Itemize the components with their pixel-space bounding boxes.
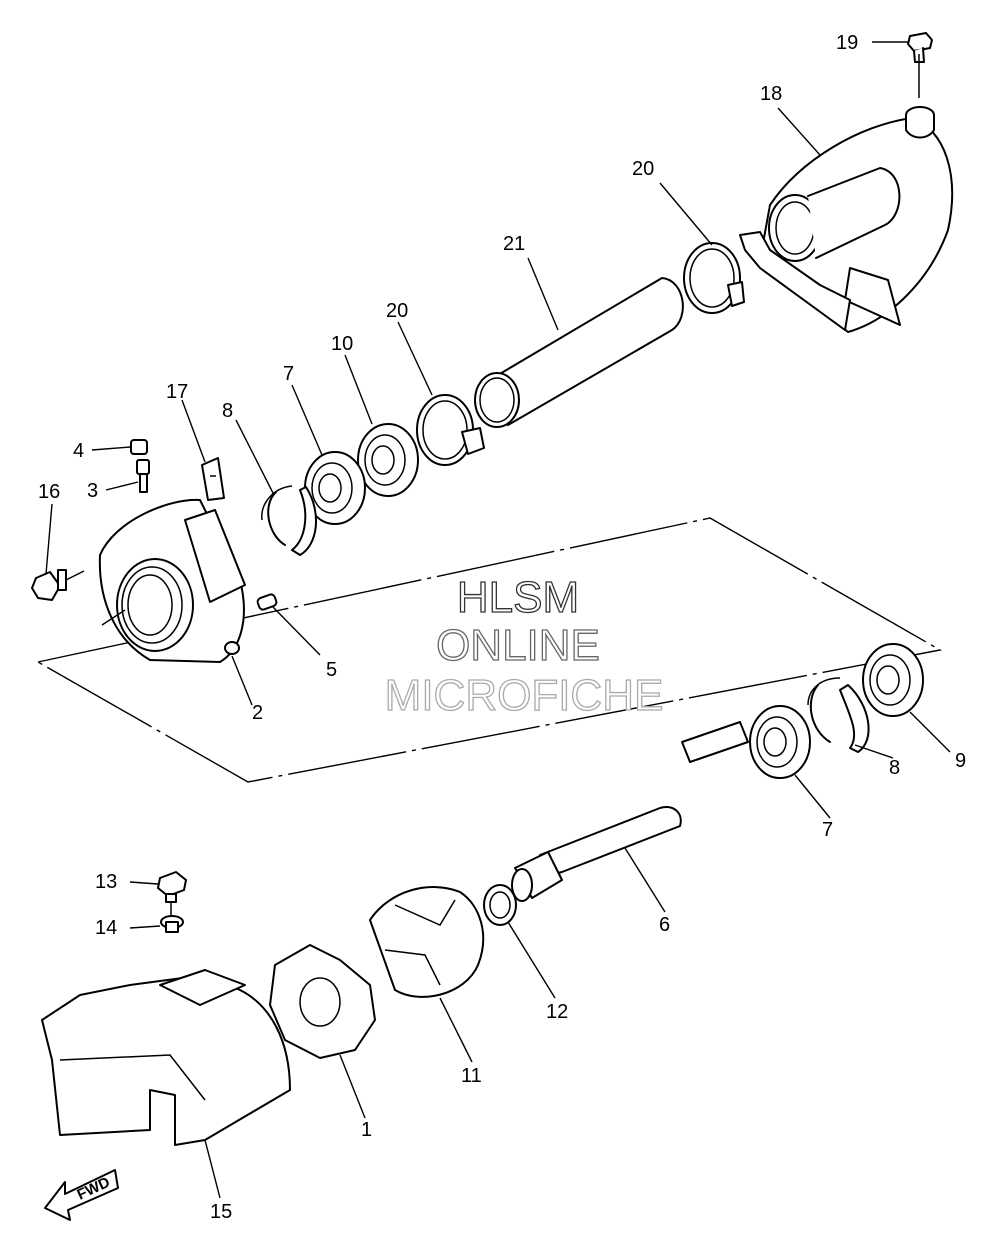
watermark: HLSM ONLINE MICROFICHE [384, 572, 664, 720]
part-20-clamp-lower [416, 394, 485, 466]
part-15-cover [41, 969, 291, 1146]
part-21-hose [474, 277, 684, 428]
leader-lines [45, 41, 951, 1199]
callout-11: 11 [461, 1065, 482, 1087]
callout-3: 3 [87, 480, 98, 502]
part-20-clamp-upper [683, 242, 745, 314]
callout-18: 18 [760, 83, 782, 105]
part-17-clip [201, 457, 225, 501]
callout-8-lower: 8 [889, 757, 900, 779]
part-1-damper [269, 944, 376, 1059]
callout-13: 13 [95, 871, 117, 893]
part-11-coupling [369, 886, 485, 998]
part-5-dowel-pin [256, 593, 278, 611]
callout-16: 16 [38, 481, 60, 503]
part-6-drive-shaft [511, 721, 749, 902]
callout-6: 6 [659, 914, 670, 936]
callout-12: 12 [546, 1001, 568, 1023]
callout-14: 14 [95, 917, 117, 939]
part-3-grease-nipple [136, 459, 150, 493]
part-14-washer [160, 915, 184, 933]
callout-labels: 19 18 20 21 20 10 7 8 17 4 3 16 5 2 9 8 … [38, 32, 966, 1223]
callout-5: 5 [326, 659, 337, 681]
callout-15: 15 [210, 1201, 232, 1223]
callout-2: 2 [252, 702, 263, 724]
callout-7-upper: 7 [283, 363, 294, 385]
part-2-bearing-housing [98, 498, 246, 663]
callout-1: 1 [361, 1119, 372, 1141]
part-8-circlip-lower [807, 677, 870, 753]
callout-20-upper: 20 [632, 158, 654, 180]
part-10-bearing [357, 423, 419, 497]
callout-10: 10 [331, 333, 353, 355]
callout-4: 4 [73, 440, 84, 462]
callout-8-upper: 8 [222, 400, 233, 422]
part-12-seal [483, 884, 517, 926]
callout-17: 17 [166, 381, 188, 403]
callout-21: 21 [503, 233, 525, 255]
watermark-line-2: ONLINE [436, 621, 600, 670]
watermark-line-3: MICROFICHE [385, 671, 664, 720]
part-4-cap [130, 439, 148, 455]
part-8-circlip-upper [261, 485, 317, 556]
part-7-bearing-lower [749, 705, 811, 779]
callout-9: 9 [955, 750, 966, 772]
callout-20-lower: 20 [386, 300, 408, 322]
watermark-line-1: HLSM [457, 573, 579, 622]
fwd-direction-arrow: FWD [44, 1169, 119, 1221]
assembly-frame [36, 517, 942, 783]
part-19-bolt [907, 32, 933, 98]
callout-19: 19 [836, 32, 858, 54]
part-18-nozzle-deflector [739, 106, 954, 333]
part-13-bolt [157, 871, 187, 920]
part-9-bearing [862, 643, 924, 717]
part-16-bolt [31, 569, 85, 601]
callout-7-lower: 7 [822, 819, 833, 841]
